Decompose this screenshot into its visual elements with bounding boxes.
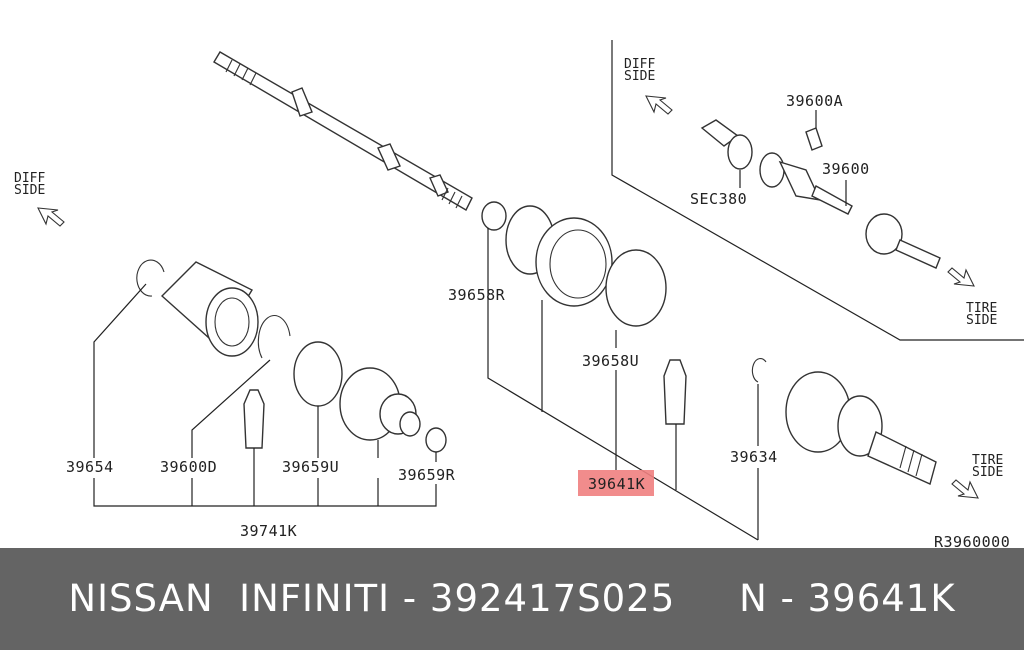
band-39659U xyxy=(293,341,343,407)
outer-cv-joint xyxy=(785,371,937,485)
part-label-39659U[interactable]: 39659U xyxy=(282,458,339,476)
boot-center xyxy=(505,205,613,307)
highlight-39641K xyxy=(578,470,654,496)
grease-tube-right xyxy=(663,359,687,425)
part-label-39658U[interactable]: 39658U xyxy=(582,352,639,370)
part-label-39600A[interactable]: 39600A xyxy=(786,92,843,110)
part-label-39659R[interactable]: 39659R xyxy=(398,466,456,484)
part-label-39600[interactable]: 39600 xyxy=(822,160,870,178)
diff-side-left-line1: DIFF xyxy=(14,171,45,186)
boot-39659 xyxy=(339,367,421,441)
band-39658R xyxy=(481,201,507,231)
joint-housing xyxy=(160,261,259,357)
part-label-39658R[interactable]: 39658R xyxy=(448,286,506,304)
circlip-39600D xyxy=(257,314,291,359)
grease-tube-left xyxy=(243,389,265,449)
reference-code: R3960000 xyxy=(934,533,1010,548)
part-label-sec380[interactable]: SEC380 xyxy=(690,190,747,208)
part-label-39641K[interactable]: 39641K xyxy=(588,475,645,493)
tire-side-arrow-right-icon xyxy=(951,479,979,499)
leader-lines xyxy=(93,110,847,541)
part-label-39654[interactable]: 39654 xyxy=(66,458,114,476)
snap-ring-39654 xyxy=(136,259,165,297)
tire-side-arrow-inset-icon xyxy=(947,267,975,287)
tire-side-inset-line1: TIRE xyxy=(966,301,997,316)
snap-ring-39634 xyxy=(751,358,767,383)
inset-panel-border xyxy=(611,40,1024,341)
diff-side-left-line2: SIDE xyxy=(14,183,45,198)
band-39658U xyxy=(605,249,667,327)
tire-side-inset-line2: SIDE xyxy=(966,313,997,328)
inset-shaft-assembly xyxy=(700,119,941,269)
drive-shaft xyxy=(213,51,473,211)
footer-caption: NISSAN INFINITI - 392417S025 N - 39641K xyxy=(68,577,956,620)
part-label-39600D[interactable]: 39600D xyxy=(160,458,217,476)
part-label-39741K[interactable]: 39741K xyxy=(240,522,297,540)
diff-side-arrow-inset-icon xyxy=(645,95,673,115)
diff-side-inset-line1: DIFF xyxy=(624,57,655,72)
band-39659R xyxy=(425,427,447,453)
footer-banner: NISSAN INFINITI - 392417S025 N - 39641K xyxy=(0,548,1024,650)
part-label-39634[interactable]: 39634 xyxy=(730,448,778,466)
diff-side-arrow-left-icon xyxy=(37,207,65,227)
tire-side-right-line2: SIDE xyxy=(972,465,1003,480)
tire-side-right-line1: TIRE xyxy=(972,453,1003,468)
diff-side-inset-line2: SIDE xyxy=(624,69,655,84)
exploded-parts-diagram: DIFF SIDE DIFF SIDE TIRE SIDE TIRE SIDE … xyxy=(14,40,1024,548)
